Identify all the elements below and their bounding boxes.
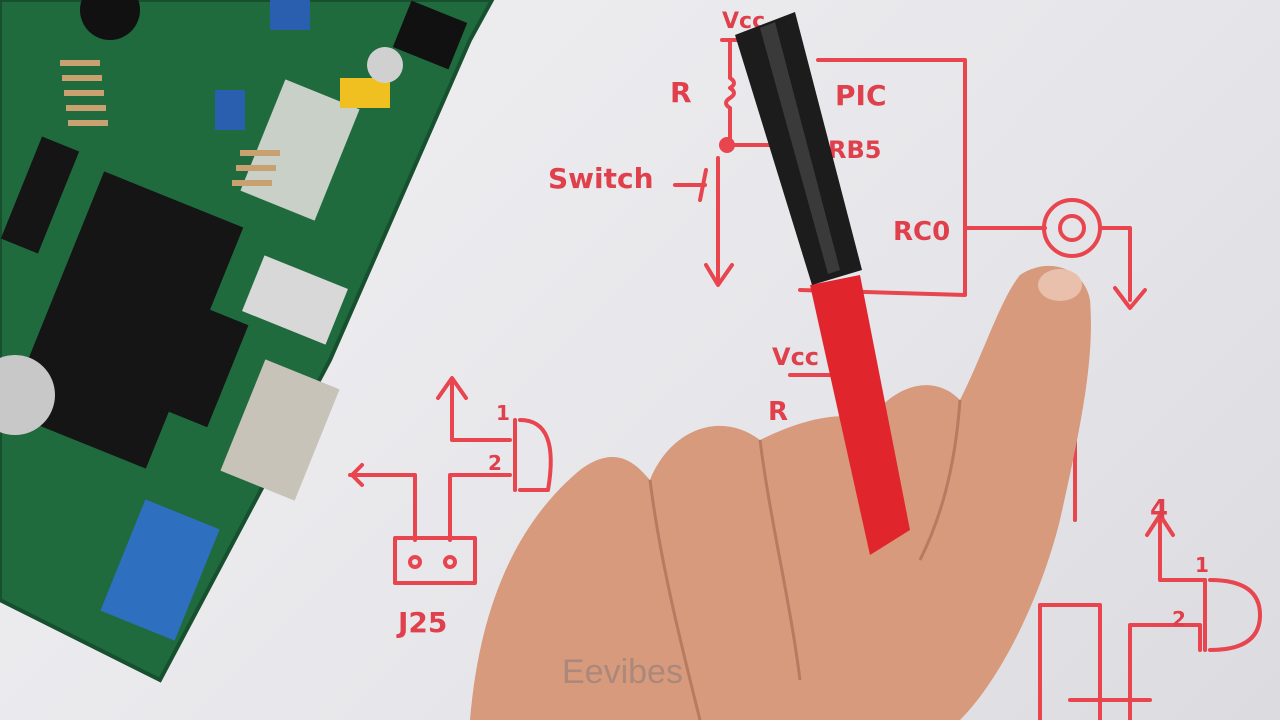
label-resistor-top: R	[670, 76, 692, 109]
label-j25: J25	[396, 606, 447, 639]
label-pin1-right: 1	[1195, 553, 1209, 577]
terminal-block	[100, 499, 220, 641]
watermark: Eevibes	[562, 653, 683, 691]
top-circuit-drawing	[673, 38, 1147, 310]
label-pic: PIC	[835, 79, 887, 112]
coin-battery	[0, 355, 55, 435]
fingernail	[1038, 269, 1082, 301]
label-pin2-bottom: 2	[488, 451, 502, 475]
hand	[470, 265, 1091, 720]
bottom-circuit-drawing	[348, 373, 832, 585]
label-pin2-right: 2	[1172, 607, 1186, 631]
microcontroller-chip	[6, 171, 244, 469]
label-resistor-bottom: R	[768, 397, 788, 427]
label-vcc-bottom: Vcc	[772, 343, 819, 371]
right-circuit-drawing	[1038, 428, 1262, 720]
label-supply-right: 4	[1150, 495, 1168, 525]
label-switch: Switch	[548, 162, 654, 195]
marker-pen	[735, 12, 910, 555]
usb-port	[242, 255, 348, 345]
label-rb5: RB5	[828, 136, 881, 164]
serial-port	[220, 359, 340, 501]
label-rc0: RC0	[893, 217, 950, 247]
pcb-board	[0, 0, 495, 683]
jumper-block	[340, 78, 390, 108]
label-pin1-bottom: 1	[496, 401, 510, 425]
